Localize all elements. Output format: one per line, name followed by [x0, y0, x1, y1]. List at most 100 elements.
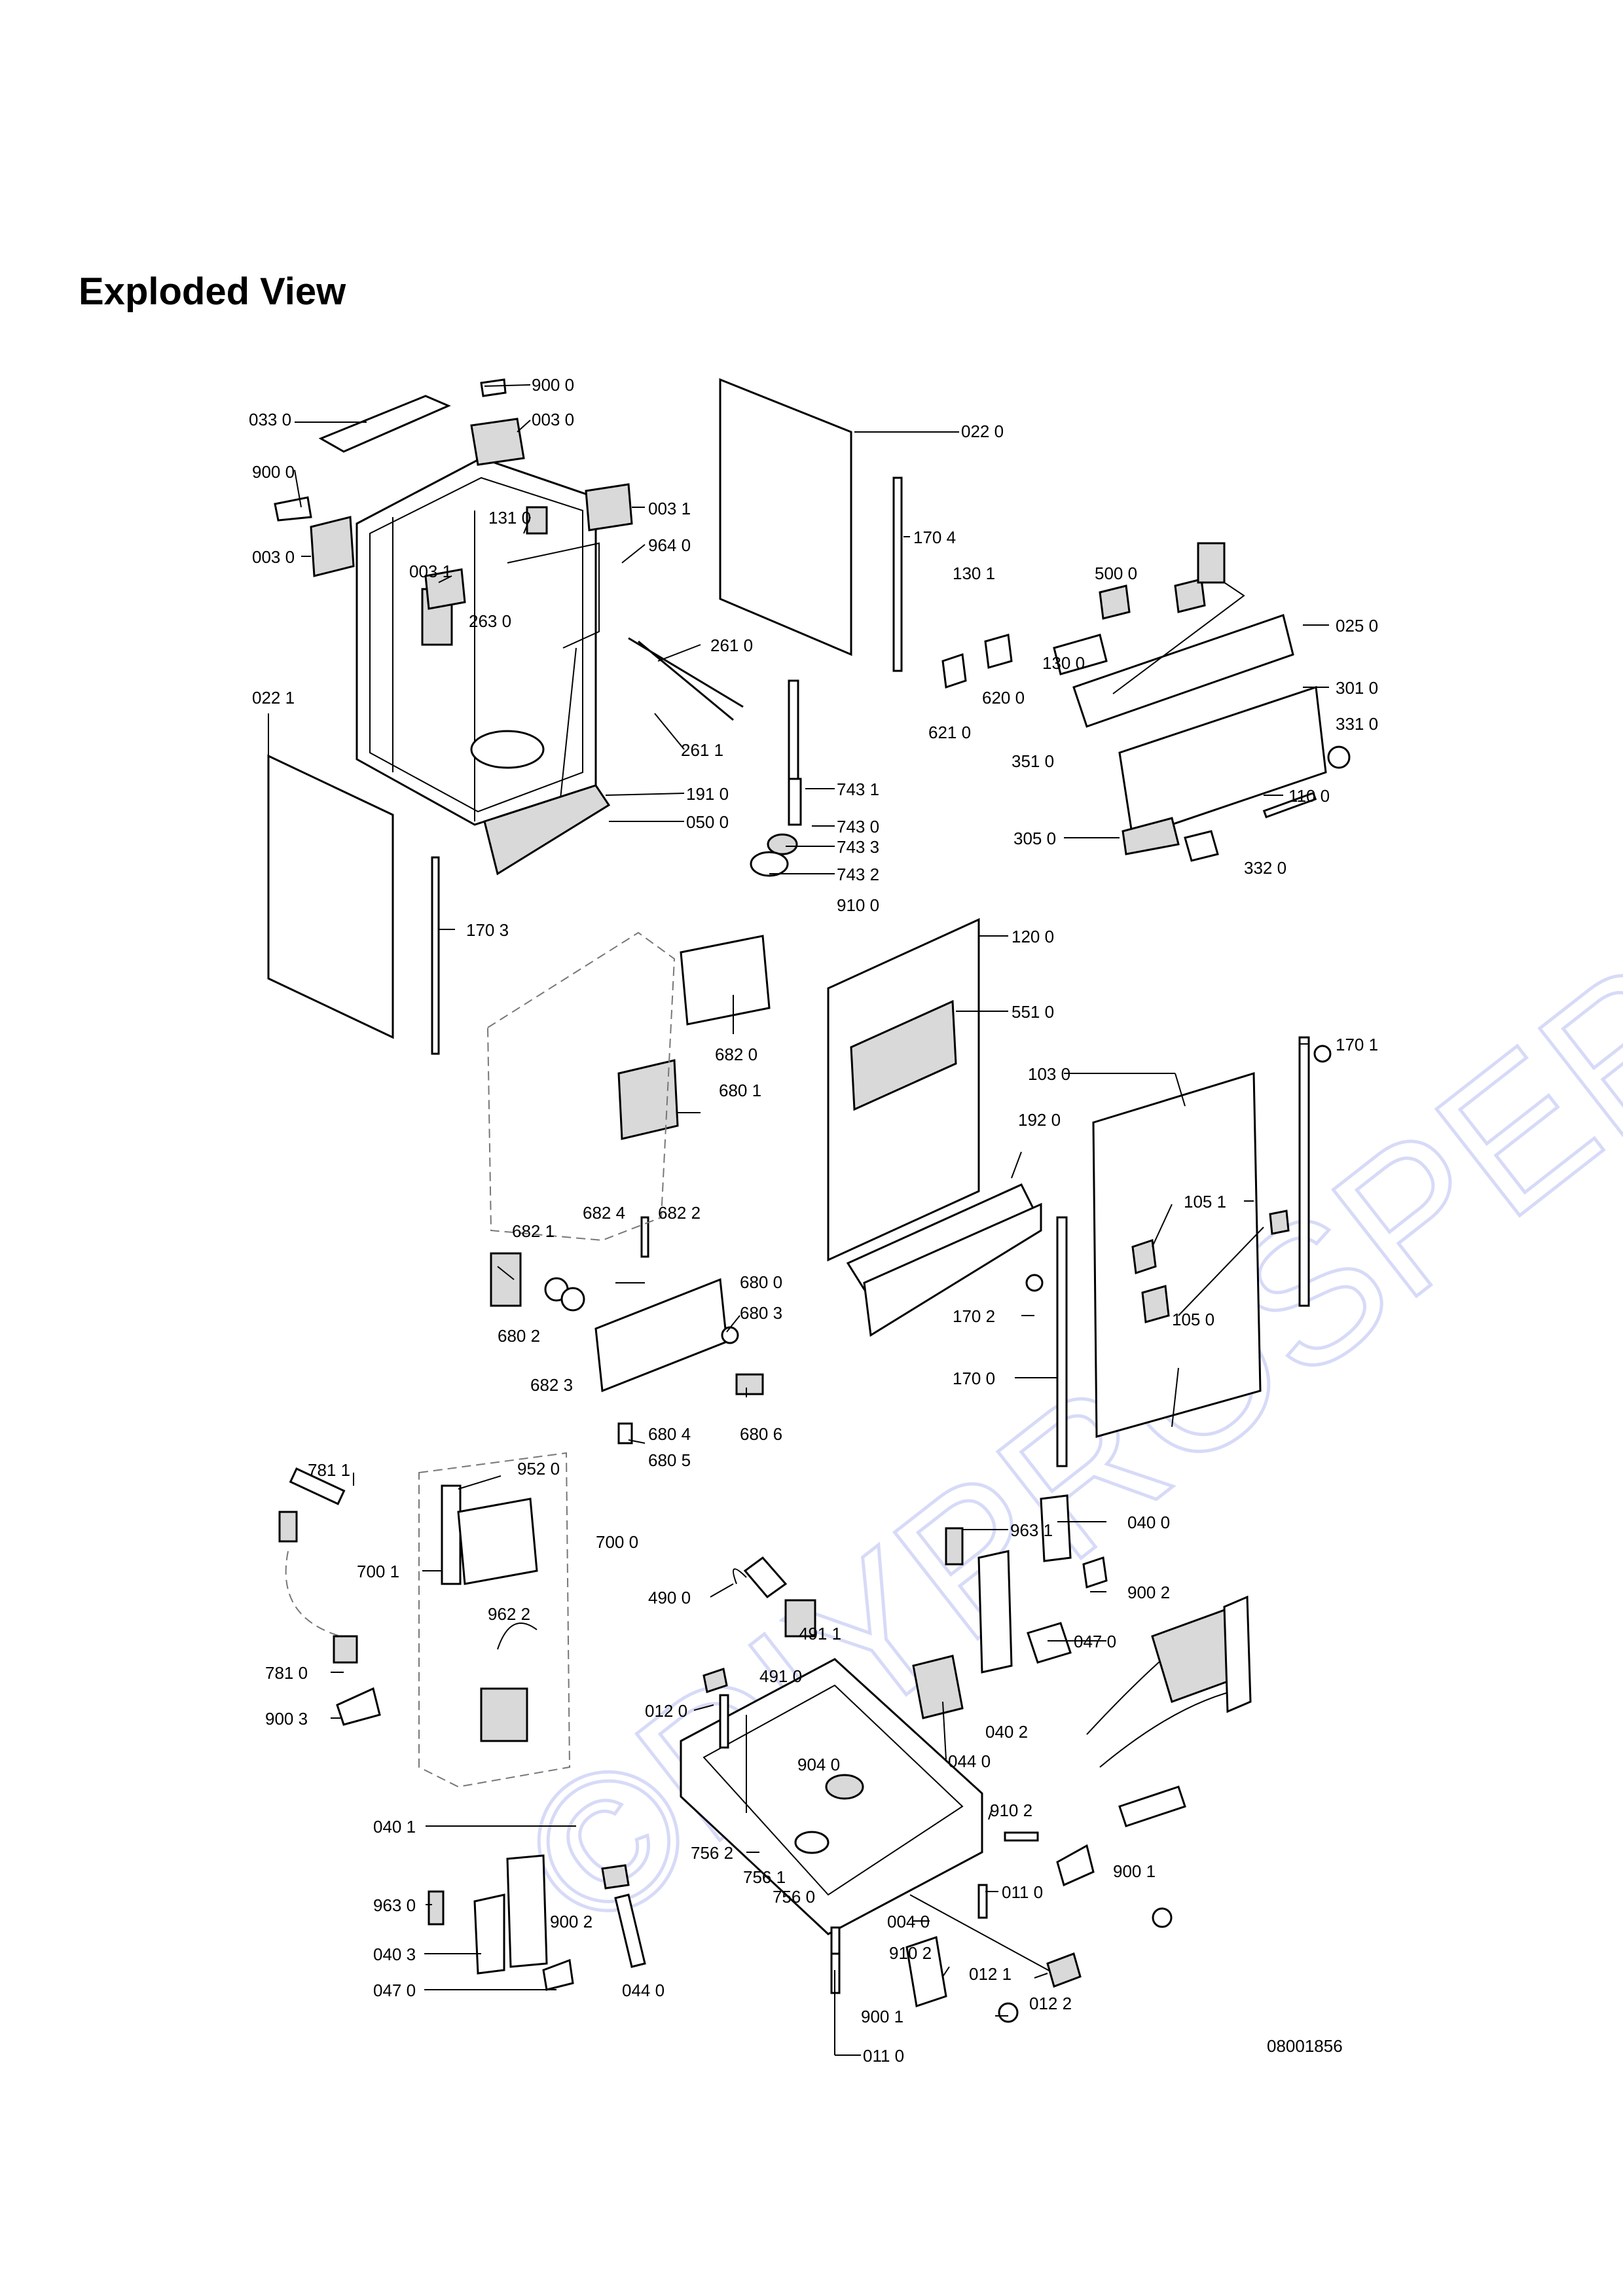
bracket-040-1 — [428, 1854, 646, 1991]
label-011-0a: 011 0 — [1002, 1882, 1043, 1902]
label-680-1: 680 1 — [719, 1081, 761, 1100]
label-003-1b: 003 1 — [409, 562, 452, 581]
label-680-2: 680 2 — [498, 1326, 540, 1346]
label-680-0: 680 0 — [740, 1272, 782, 1292]
top-strip-033 — [295, 395, 451, 453]
label-022-1: 022 1 — [252, 688, 295, 708]
label-756-0: 756 0 — [773, 1887, 815, 1907]
label-491-1: 491 1 — [799, 1624, 841, 1643]
label-301-0: 301 0 — [1336, 678, 1378, 698]
label-044-0b: 044 0 — [622, 1981, 665, 2000]
water-inlet-assembly — [278, 1452, 571, 1788]
label-192-0: 192 0 — [1018, 1110, 1061, 1130]
base-pan — [680, 1658, 983, 1935]
label-120-0: 120 0 — [1012, 927, 1054, 946]
label-900-1a: 900 1 — [1113, 1861, 1156, 1881]
side-panel-022-0 — [719, 378, 903, 672]
label-170-4: 170 4 — [913, 528, 956, 547]
label-743-1: 743 1 — [837, 780, 879, 799]
label-910-0: 910 0 — [837, 895, 879, 915]
control-panel — [941, 542, 1351, 862]
label-012-0: 012 0 — [645, 1701, 687, 1721]
label-900-3: 900 3 — [265, 1709, 308, 1729]
label-033-0: 033 0 — [249, 410, 291, 429]
page-title: Exploded View — [79, 270, 346, 313]
label-040-1: 040 1 — [373, 1817, 416, 1837]
hinge-blocks — [274, 378, 633, 610]
label-047-0a: 047 0 — [1074, 1632, 1116, 1651]
door-frame-rods — [483, 542, 744, 876]
bracket-040-0 — [912, 1494, 1108, 1719]
label-263-0: 263 0 — [469, 611, 511, 631]
label-261-0: 261 0 — [710, 636, 753, 655]
label-682-4: 682 4 — [583, 1203, 625, 1223]
label-621-0: 621 0 — [928, 723, 971, 742]
label-170-1: 170 1 — [1336, 1035, 1378, 1054]
label-551-0: 551 0 — [1012, 1002, 1054, 1022]
label-105-1: 105 1 — [1184, 1192, 1226, 1211]
seal-170-3 — [431, 856, 440, 1055]
label-003-0a: 003 0 — [532, 410, 574, 429]
label-012-2: 012 2 — [1029, 1994, 1072, 2013]
label-964-0: 964 0 — [648, 535, 691, 555]
label-700-1: 700 1 — [357, 1562, 399, 1581]
label-025-0: 025 0 — [1336, 616, 1378, 636]
label-261-1: 261 1 — [681, 740, 723, 760]
part-labels: 900 0 033 0 003 0 900 0 003 0 131 0 003 … — [249, 375, 1378, 2066]
label-743-2: 743 2 — [837, 865, 879, 884]
base-fasteners — [702, 1556, 1173, 2023]
label-963-1: 963 1 — [1010, 1520, 1053, 1540]
label-700-0: 700 0 — [596, 1532, 638, 1552]
label-680-4: 680 4 — [648, 1424, 691, 1444]
dispenser-680 — [486, 931, 771, 1444]
label-040-3: 040 3 — [373, 1945, 416, 1964]
label-170-0: 170 0 — [953, 1369, 995, 1388]
label-500-0: 500 0 — [1095, 564, 1137, 583]
label-110-0: 110 0 — [1288, 786, 1330, 806]
label-743-3: 743 3 — [837, 837, 879, 857]
door-inner-120 — [827, 918, 1042, 1337]
label-680-5: 680 5 — [648, 1450, 691, 1470]
label-756-1: 756 1 — [743, 1867, 786, 1887]
label-963-0: 963 0 — [373, 1895, 416, 1915]
label-781-0: 781 0 — [265, 1663, 308, 1683]
label-050-0: 050 0 — [686, 812, 729, 832]
label-105-0: 105 0 — [1172, 1310, 1214, 1329]
outer-door-103 — [1025, 1036, 1332, 1467]
label-332-0: 332 0 — [1244, 858, 1286, 878]
label-191-0: 191 0 — [686, 784, 729, 804]
spring-assembly-743 — [750, 679, 802, 877]
label-900-1b: 900 1 — [861, 2007, 903, 2026]
cabinet-frame — [356, 457, 597, 826]
label-900-0b: 900 0 — [252, 462, 295, 482]
label-682-2: 682 2 — [658, 1203, 701, 1223]
label-011-0b: 011 0 — [863, 2046, 904, 2066]
drawing-number: 08001856 — [1267, 2036, 1343, 2056]
label-680-3: 680 3 — [740, 1303, 782, 1323]
label-900-2a: 900 2 — [1127, 1583, 1170, 1602]
label-490-0: 490 0 — [648, 1588, 691, 1607]
label-491-0: 491 0 — [759, 1666, 802, 1686]
label-910-2b: 910 2 — [889, 1943, 932, 1963]
label-952-0: 952 0 — [517, 1459, 560, 1479]
label-962-2: 962 2 — [488, 1604, 530, 1624]
label-680-6: 680 6 — [740, 1424, 782, 1444]
label-351-0: 351 0 — [1012, 751, 1054, 771]
label-910-2a: 910 2 — [990, 1801, 1032, 1820]
side-panel-022-1 — [267, 713, 394, 1039]
label-040-2: 040 2 — [985, 1722, 1028, 1742]
label-756-2: 756 2 — [691, 1843, 733, 1863]
label-331-0: 331 0 — [1336, 714, 1378, 734]
label-044-0a: 044 0 — [948, 1751, 991, 1771]
label-170-3: 170 3 — [466, 920, 509, 940]
wiring-harness — [1086, 1595, 1252, 1827]
label-904-0: 904 0 — [797, 1755, 840, 1774]
label-103-0: 103 0 — [1028, 1064, 1070, 1084]
label-620-0: 620 0 — [982, 688, 1025, 708]
label-130-1: 130 1 — [953, 564, 995, 583]
label-781-1: 781 1 — [308, 1460, 350, 1480]
label-305-0: 305 0 — [1013, 829, 1056, 848]
label-131-0: 131 0 — [488, 508, 531, 528]
label-047-0b: 047 0 — [373, 1981, 416, 2000]
label-743-0: 743 0 — [837, 817, 879, 836]
